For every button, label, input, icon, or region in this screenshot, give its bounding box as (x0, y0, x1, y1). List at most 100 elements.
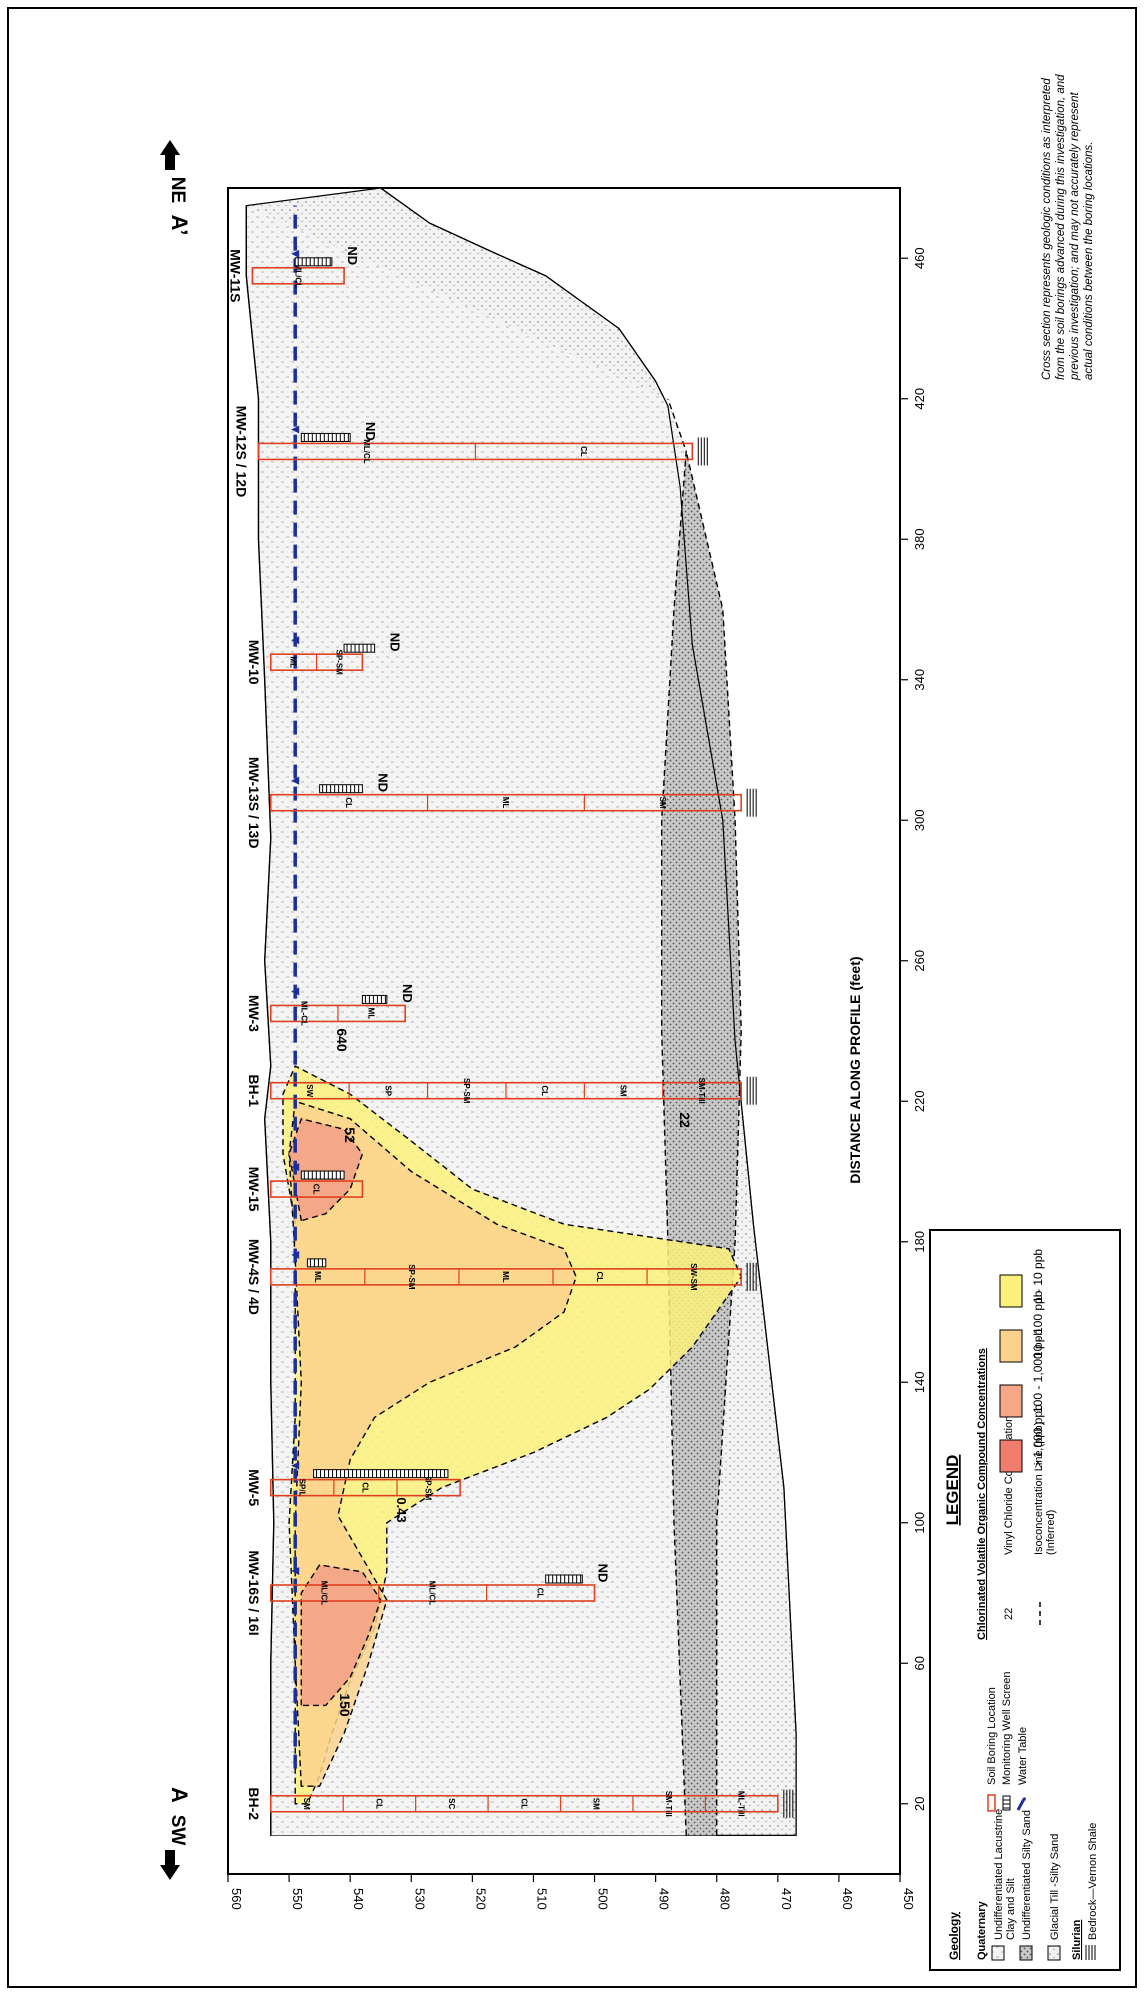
note-line: from the soil borings advanced during th… (1055, 74, 1067, 380)
section-end-right: NE A’ (160, 140, 192, 235)
unit-label: ML (367, 1008, 376, 1020)
plume-100-1000-ppb-west (300, 1564, 382, 1707)
x-tick-label: 380 (912, 528, 927, 550)
swatch-silty-sand (1019, 1945, 1033, 1961)
nd-label: ND (375, 773, 390, 792)
direction-sw: SW (167, 1815, 188, 1846)
direction-ne: NE (167, 177, 188, 203)
unit-label: CL (360, 1482, 369, 1493)
x-tick-label: 100 (912, 1512, 927, 1534)
unit-label: ML/CL (293, 264, 302, 289)
legend-iso-line1: Isoconcentration Line (ppb) (1033, 1422, 1045, 1555)
legend-iso-line2: (Inferred) (1045, 1510, 1057, 1555)
conc-swatch (999, 1384, 1023, 1418)
y-tick-label: 510 (534, 1888, 549, 1910)
arrow-sw-icon (160, 1850, 180, 1880)
unit-label: ML/CL (362, 439, 371, 464)
legend-soil-boring: Soil Boring Location (986, 1687, 998, 1785)
boring-label: MW-5 (246, 1469, 262, 1506)
y-tick-label: 520 (473, 1888, 488, 1910)
boring-label: MW-4S / 4D (246, 1239, 262, 1315)
unit-label: SP-SM (407, 1264, 416, 1290)
legend-unit3: Glacial Till -Silty Sand (1049, 1834, 1061, 1940)
boring-label: BH-2 (246, 1787, 262, 1820)
unit-label: SW (305, 1084, 314, 1097)
legend-bedrock: Bedrock—Vernon Shale (1087, 1823, 1099, 1940)
conc-label-22: 22 (677, 1112, 693, 1128)
note-text: Cross section represents geologic condit… (1041, 74, 1095, 381)
plume-100-1000-ppb-east (288, 1117, 364, 1222)
unit-label: SM-Till (664, 1791, 673, 1817)
boring-label: MW-16S / 16I (246, 1550, 262, 1635)
unit-label: CL (344, 797, 353, 808)
section-note: Cross section represents geologic condit… (1041, 74, 1095, 381)
well-screen-icon (313, 1469, 449, 1479)
x-tick-label: 60 (912, 1656, 927, 1670)
boring-label: MW-15 (246, 1167, 262, 1212)
legend-silurian: Silurian (1071, 1919, 1083, 1960)
boring-column (269, 1794, 779, 1813)
well-screen-icon (545, 1574, 583, 1584)
conc-label-52: 52 (342, 1127, 358, 1143)
unit-label: CL (595, 1272, 604, 1283)
boring-label: BH-1 (246, 1074, 262, 1107)
y-tick-label: 470 (779, 1888, 794, 1910)
x-tick-label: 180 (912, 1231, 927, 1253)
note-line: previous investigation; and may not accu… (1069, 92, 1081, 381)
legend-vc-sample: 22 (1003, 1608, 1015, 1620)
water-level-marker-icon (291, 776, 300, 785)
legend-vc-label: Vinyl Chloride Concentration (1003, 1416, 1015, 1555)
unit-label: SW-SM (689, 1263, 698, 1291)
well-screen-icon (361, 994, 388, 1004)
nd-label: ND (363, 422, 378, 441)
unit-label: ML-CL (299, 1001, 308, 1026)
unit-label: CL (536, 1588, 545, 1599)
conc-label-150: 150 (337, 1693, 353, 1717)
unit-label: CL (374, 1798, 383, 1809)
arrow-ne-icon (160, 140, 180, 170)
unit-label: CL (579, 446, 588, 457)
legend-cvoc-heading: Chlorinated Volatile Organic Compound Co… (976, 1348, 988, 1640)
water-level-marker-icon (291, 1250, 300, 1259)
swatch-till (1047, 1945, 1061, 1961)
conc-swatch (999, 1329, 1023, 1363)
unit-label: SM (658, 797, 667, 809)
y-tick-label: 550 (290, 1888, 305, 1910)
note-line: actual conditions between the boring loc… (1083, 142, 1095, 380)
outer-frame (7, 7, 1137, 1988)
x-tick-label: 220 (912, 1090, 927, 1112)
well-screen-icon (300, 1170, 345, 1180)
unit-label: CL (540, 1085, 549, 1096)
unit-label: SP-SM (424, 1475, 433, 1501)
x-tick-label: 460 (912, 247, 927, 269)
unit-label: SC (447, 1798, 456, 1809)
water-level-marker-icon (291, 425, 300, 434)
legend-water-table: Water Table (1017, 1727, 1029, 1785)
well-screen-symbol-icon (1002, 1795, 1011, 1811)
section-end-left: SW A (160, 1787, 192, 1880)
unit-label: SP-SM (462, 1078, 471, 1104)
bedrock-surface-line (380, 187, 797, 1836)
conc-class-label: 100 - 1,000 ppb (1031, 1329, 1045, 1413)
conc-class-label: 10 - 100 ppb (1031, 1290, 1045, 1358)
nd-label: ND (388, 633, 403, 652)
boring-column (269, 1478, 461, 1497)
legend-box (929, 1229, 1121, 1971)
concentration-plumes (282, 1065, 742, 1805)
y-tick-label: 540 (351, 1888, 366, 1910)
boring-column (269, 793, 742, 812)
unit-label: ML/CL (320, 1581, 329, 1606)
unit-label: SM (302, 1798, 311, 1810)
bedrock-symbol-icon (1085, 1945, 1096, 1960)
note-line: Cross section represents geologic condit… (1041, 78, 1053, 380)
y-tick-label: 490 (657, 1888, 672, 1910)
